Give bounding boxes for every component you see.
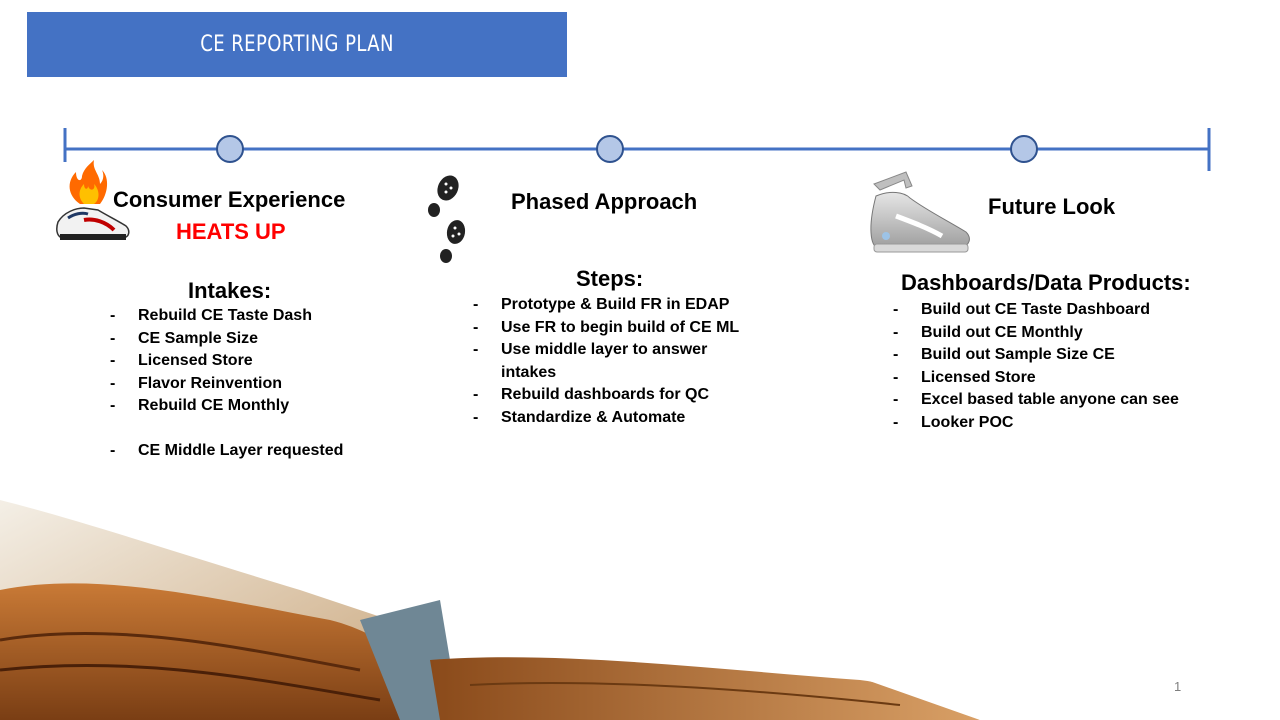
list-item: Excel based table anyone can see <box>891 389 1179 412</box>
list-item: Licensed Store <box>891 367 1179 390</box>
timeline <box>63 128 1211 171</box>
list-item: Build out CE Monthly <box>891 322 1179 345</box>
list-item: CE Sample Size <box>108 328 343 351</box>
list-item: Standardize & Automate <box>471 407 771 430</box>
page-number: 1 <box>1174 679 1182 694</box>
steps-heading: Steps: <box>576 266 644 291</box>
open-book-image <box>0 480 980 720</box>
futuristic-shoe-icon <box>870 171 970 253</box>
list-item: Rebuild dashboards for QC <box>471 384 771 407</box>
list-item: Rebuild CE Monthly <box>108 395 343 418</box>
milestone-marker-1 <box>216 135 244 163</box>
dashboards-list: Build out CE Taste Dashboard Build out C… <box>891 299 1179 434</box>
list-item: CE Middle Layer requested <box>108 440 343 463</box>
flaming-shoe-icon <box>56 160 130 240</box>
intakes-list: Rebuild CE Taste Dash CE Sample Size Lic… <box>108 305 343 462</box>
section-title-future-look: Future Look <box>988 194 1116 219</box>
milestone-marker-3 <box>1010 135 1038 163</box>
title-bar: CE REPORTING PLAN <box>27 12 567 77</box>
list-item: Build out Sample Size CE <box>891 344 1179 367</box>
milestone-marker-2 <box>596 135 624 163</box>
list-item: Build out CE Taste Dashboard <box>891 299 1179 322</box>
list-item: Use middle layer to answer intakes <box>471 339 721 384</box>
list-item: Prototype & Build FR in EDAP <box>471 294 771 317</box>
intakes-heading: Intakes: <box>188 278 272 303</box>
list-item: Flavor Reinvention <box>108 373 343 396</box>
list-item: Use FR to begin build of CE ML <box>471 317 771 340</box>
slide-title: CE REPORTING PLAN <box>200 32 394 57</box>
list-item: Licensed Store <box>108 350 343 373</box>
dashboards-heading: Dashboards/Data Products: <box>901 270 1191 295</box>
section-title-phased-approach: Phased Approach <box>511 189 698 214</box>
list-item: Rebuild CE Taste Dash <box>108 305 343 328</box>
section-title-consumer-experience: Consumer Experience <box>113 187 346 212</box>
steps-list: Prototype & Build FR in EDAP Use FR to b… <box>471 294 771 429</box>
heats-up-highlight: HEATS UP <box>176 219 286 244</box>
footprints-icon <box>428 175 466 263</box>
list-item: Looker POC <box>891 412 1179 435</box>
